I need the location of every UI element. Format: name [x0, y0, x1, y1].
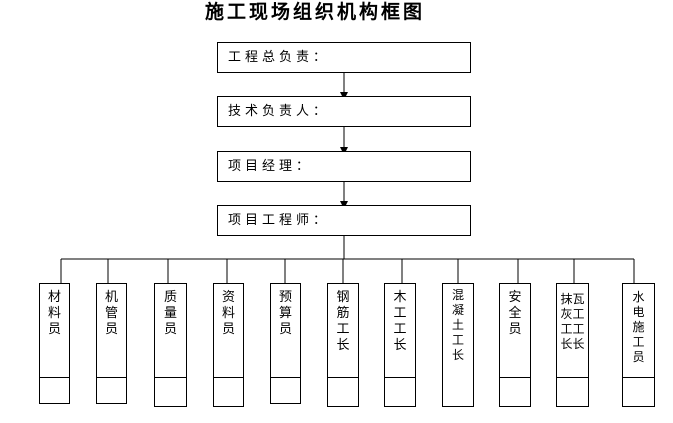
- chain-box-project-manager: 项目经理：: [217, 151, 471, 182]
- dept-label: 木 工 工 长: [393, 290, 407, 353]
- dept-label: 预 算 员: [278, 290, 292, 337]
- dept-box-documents: 资 料 员: [213, 283, 244, 407]
- dept-box-plaster-tile-foreman: 抹瓦 灰工 工工 长长: [556, 283, 589, 407]
- dept-blank-cell: [97, 377, 126, 403]
- dept-box-machinery: 机 管 员: [96, 283, 127, 404]
- dept-box-concrete-foreman: 混 凝 土 工 长: [442, 283, 474, 407]
- dept-label: 机 管 员: [104, 290, 118, 337]
- chain-box-chief-engineer: 工程总负责：: [217, 42, 471, 73]
- dept-blank-cell: [557, 377, 588, 406]
- chain-box-technical-lead: 技术负责人：: [217, 96, 471, 127]
- dept-blank-cell: [271, 377, 300, 403]
- dept-box-materials: 材 料 员: [39, 283, 70, 404]
- dept-blank-cell: [500, 377, 530, 406]
- dept-box-electrical: 水 电 施 工 员: [622, 283, 655, 407]
- dept-label: 安 全 员: [508, 290, 522, 337]
- dept-label: 钢 筋 工 长: [336, 290, 350, 353]
- dept-blank-cell: [214, 377, 243, 406]
- dept-blank-cell: [155, 377, 186, 406]
- dept-blank-cell: [40, 377, 69, 403]
- dept-label: 质 量 员: [163, 290, 177, 337]
- dept-blank-cell: [623, 377, 654, 406]
- chain-label: 工程总负责：: [228, 50, 331, 65]
- dept-box-safety: 安 全 员: [499, 283, 531, 407]
- dept-label: 抹瓦 灰工 工工 长长: [560, 292, 585, 351]
- diagram-title: 施工现场组织机构框图: [204, 1, 425, 23]
- dept-label: 水 电 施 工 员: [632, 290, 645, 364]
- chain-box-project-engineer: 项目工程师：: [217, 205, 471, 236]
- chain-label: 技术负责人：: [228, 104, 331, 119]
- dept-box-budget: 预 算 员: [270, 283, 301, 404]
- dept-box-carpentry-foreman: 木 工 工 长: [384, 283, 416, 407]
- dept-blank-cell: [443, 378, 473, 406]
- dept-blank-cell: [385, 377, 415, 406]
- chain-label: 项目工程师：: [228, 213, 331, 228]
- dept-blank-cell: [328, 377, 358, 406]
- dept-label: 混 凝 土 工 长: [451, 288, 464, 362]
- dept-box-quality: 质 量 员: [154, 283, 187, 407]
- dept-label: 资 料 员: [221, 290, 235, 337]
- dept-box-rebar-foreman: 钢 筋 工 长: [327, 283, 359, 407]
- chain-label: 项目经理：: [228, 159, 314, 174]
- dept-label: 材 料 员: [47, 290, 61, 337]
